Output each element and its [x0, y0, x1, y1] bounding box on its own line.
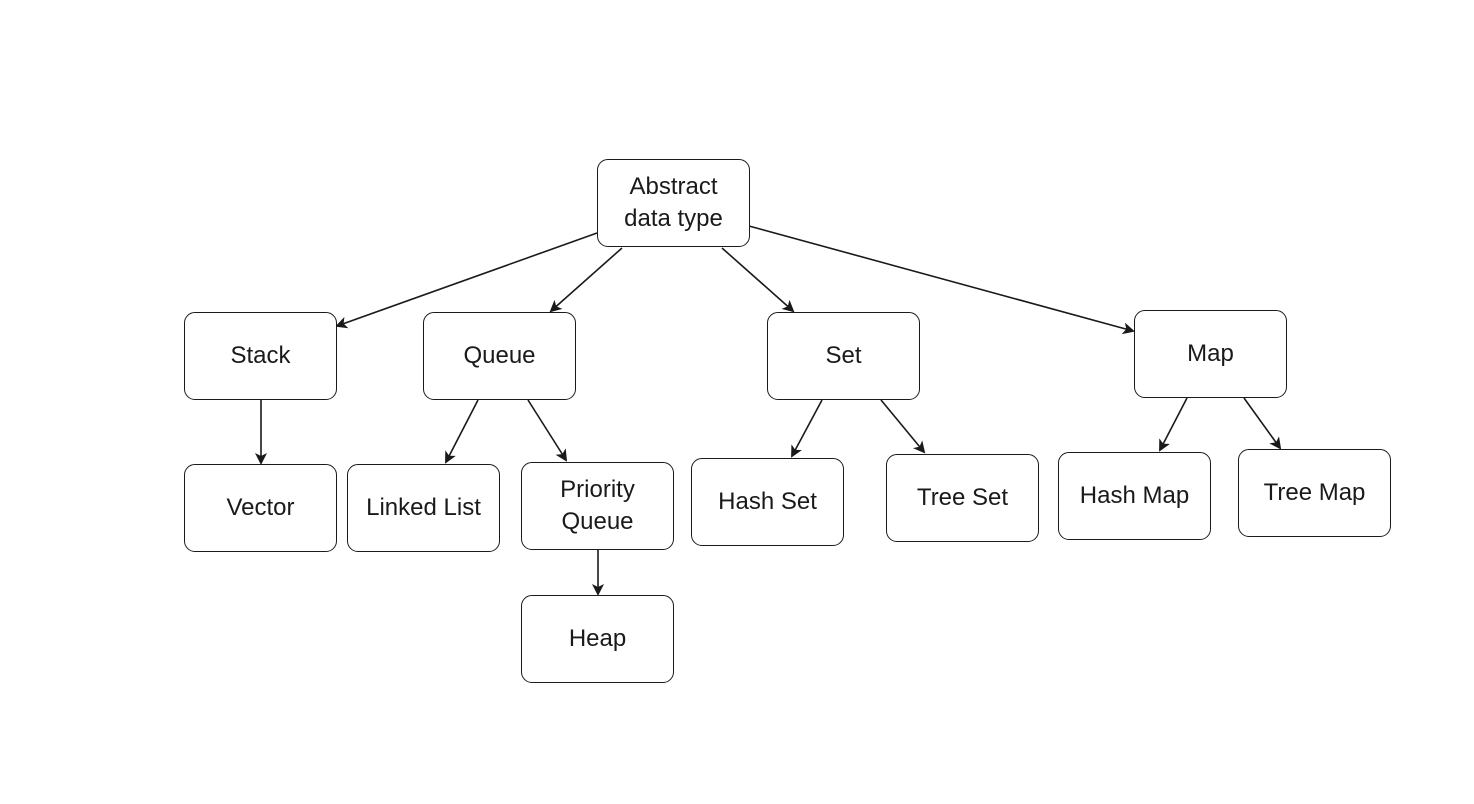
node-tree-map: Tree Map [1238, 449, 1391, 537]
edge-set-hash-set [791, 399, 823, 458]
edge-adt-stack [335, 232, 598, 329]
node-vector: Vector [184, 464, 337, 552]
node-stack: Stack [184, 312, 337, 400]
edge-queue-linked-list [445, 399, 479, 464]
edge-adt-set [721, 247, 795, 313]
edge-set-tree-set [880, 399, 926, 454]
edge-adt-map [748, 225, 1135, 335]
node-set: Set [767, 312, 920, 400]
node-heap: Heap [521, 595, 674, 683]
node-map: Map [1134, 310, 1287, 398]
edge-map-tree-map [1243, 397, 1282, 450]
node-hash-map: Hash Map [1058, 452, 1211, 540]
edge-adt-queue [549, 247, 623, 313]
node-hash-set: Hash Set [691, 458, 844, 546]
node-queue: Queue [423, 312, 576, 400]
node-abstract-data-type: Abstract data type [597, 159, 750, 247]
edge-map-hash-map [1159, 397, 1188, 452]
node-linked-list: Linked List [347, 464, 500, 552]
node-priority-queue: Priority Queue [521, 462, 674, 550]
node-tree-set: Tree Set [886, 454, 1039, 542]
edge-queue-priority-queue [527, 399, 568, 462]
